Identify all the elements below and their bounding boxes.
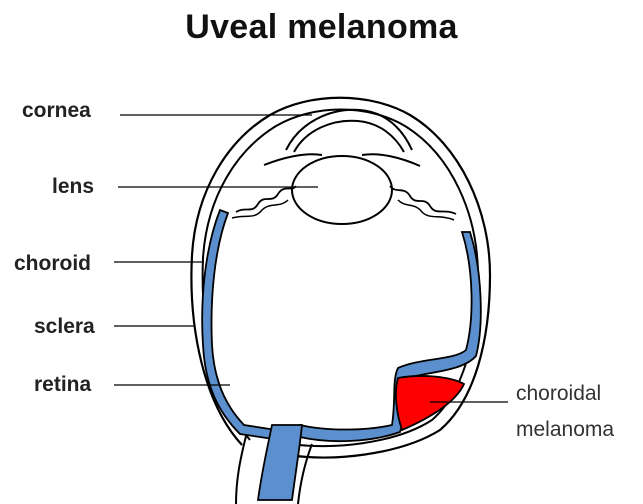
tumor-label-line1: choroidal	[516, 382, 601, 405]
tumor-label-line2: melanoma	[516, 418, 614, 441]
retina-label: retina	[34, 373, 92, 396]
sclera-label: sclera	[34, 315, 95, 338]
ciliary-right	[390, 186, 456, 214]
cornea-outer	[286, 110, 412, 150]
optic-nerve-sheath-left	[236, 436, 246, 504]
cornea-label: cornea	[22, 99, 91, 122]
lens-shape	[292, 156, 392, 224]
optic-nerve-sheath-right	[298, 444, 312, 504]
cornea-inner	[294, 121, 404, 152]
choroid-label: choroid	[14, 252, 91, 275]
lens-label: lens	[52, 175, 94, 198]
